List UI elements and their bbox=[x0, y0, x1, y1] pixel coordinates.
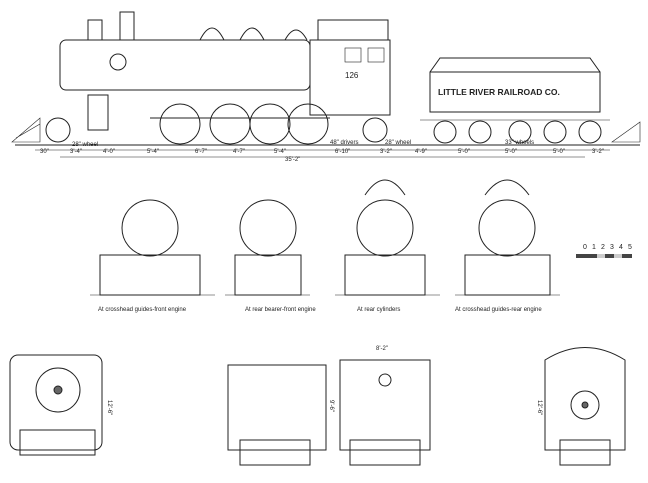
scale-tick: 1 bbox=[592, 244, 596, 251]
tender-lettering: LITTLE RIVER RAILROAD CO. bbox=[438, 87, 560, 97]
section-3: At rear cylinders bbox=[335, 179, 440, 313]
dimension: 4'-0" bbox=[103, 149, 115, 155]
cross-sections: At crosshead guides-front engine At rear… bbox=[90, 179, 560, 313]
scale-tick: 3 bbox=[610, 244, 614, 251]
dimension: 12'-6" bbox=[536, 400, 542, 415]
wheel-label: 28" wheel bbox=[385, 140, 411, 146]
scale-tick: 2 bbox=[601, 244, 605, 251]
dimension: 5'-0" bbox=[458, 149, 470, 155]
dimension: 3'-2" bbox=[592, 149, 604, 155]
cab-number: 126 bbox=[345, 71, 359, 80]
scale-tick: 4 bbox=[619, 244, 623, 251]
dimension: 5'-4" bbox=[274, 149, 286, 155]
rear-end-view: 12'-6" bbox=[536, 347, 626, 466]
dimension-labels: 30" 3'-4" 4'-0" 5'-4" 6'-7" 4'-7" 5'-4" … bbox=[40, 149, 604, 155]
wheels bbox=[45, 103, 602, 145]
overall-length: 35'-2" bbox=[285, 157, 300, 163]
scale-tick: 0 bbox=[583, 244, 587, 251]
wheel-label: 28" wheel bbox=[72, 142, 98, 148]
side-elevation: 126 LITTLE RIVER RAILROAD CO. 28" wheel … bbox=[11, 11, 641, 163]
dimension: 9'-6" bbox=[328, 400, 334, 412]
scale-tick: 5 bbox=[628, 244, 632, 251]
dimension: 6'-7" bbox=[195, 149, 207, 155]
section-1: At crosshead guides-front engine bbox=[90, 199, 215, 313]
section-caption: At crosshead guides-rear engine bbox=[455, 307, 542, 313]
tender-end-views: 8'-2" 9'-6" bbox=[227, 346, 431, 466]
dimension: 30" bbox=[40, 149, 49, 155]
section-caption: At crosshead guides-front engine bbox=[98, 307, 187, 313]
dimension: 8'-2" bbox=[376, 346, 388, 352]
wheel-label: 33" wheels bbox=[505, 140, 534, 146]
dimension: 5'-0" bbox=[505, 149, 517, 155]
section-2: At rear bearer-front engine bbox=[225, 199, 316, 313]
dimension: 6'-10" bbox=[335, 149, 350, 155]
section-caption: At rear bearer-front engine bbox=[245, 307, 316, 313]
dimension: 5'-4" bbox=[147, 149, 159, 155]
dimension: 4'-7" bbox=[233, 149, 245, 155]
section-caption: At rear cylinders bbox=[357, 307, 400, 313]
dimension: 4'-9" bbox=[415, 149, 427, 155]
wheel-label: 48" drivers bbox=[330, 140, 358, 146]
dimension: 3'-4" bbox=[70, 149, 82, 155]
section-4: At crosshead guides-rear engine bbox=[455, 179, 560, 313]
dimension: 5'-0" bbox=[553, 149, 565, 155]
dimension: 12'-6" bbox=[106, 400, 112, 415]
scale-bar: 0 1 2 3 4 5 bbox=[576, 244, 632, 258]
front-end-view: 12'-6" bbox=[9, 354, 112, 456]
dimension: 3'-2" bbox=[380, 149, 392, 155]
